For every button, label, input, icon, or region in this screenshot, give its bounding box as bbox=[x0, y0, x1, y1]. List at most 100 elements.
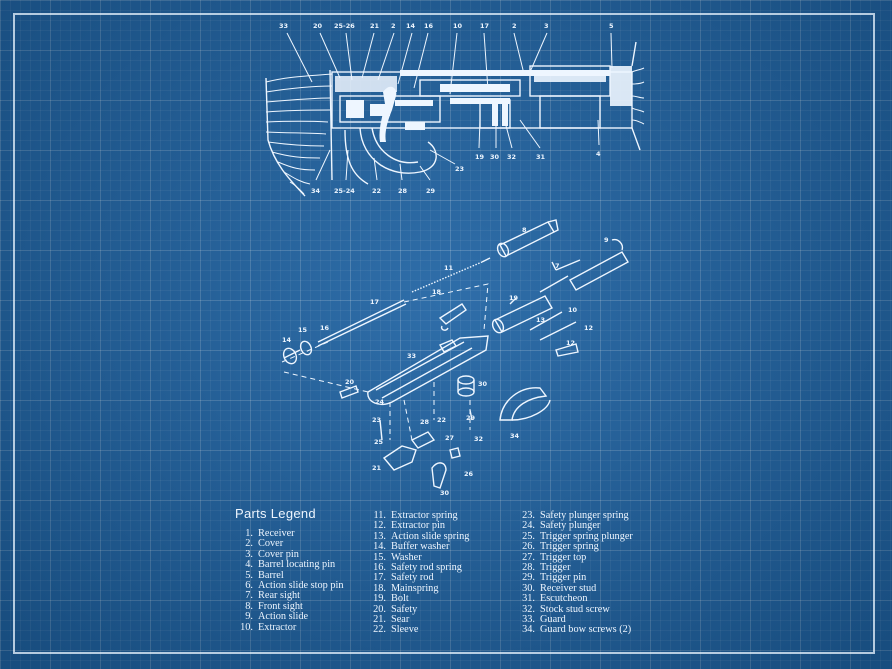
legend-item: 30. Receiver stud bbox=[514, 582, 633, 594]
legend-item-number: 1. bbox=[245, 528, 253, 539]
legend-item-name: Trigger top bbox=[540, 551, 587, 563]
legend-item: 11.Extractor spring bbox=[365, 510, 469, 521]
legend-item-name: Safety rod bbox=[391, 572, 434, 584]
legend-item-number: 29. bbox=[522, 572, 535, 584]
legend-item: 2. Cover bbox=[232, 538, 344, 550]
callout-label: 13 bbox=[536, 316, 545, 324]
legend-item-number: 20. bbox=[373, 603, 386, 615]
callout-label: 30 bbox=[478, 380, 488, 388]
safety-rod-part bbox=[317, 299, 407, 347]
callout-label: 29 bbox=[466, 414, 476, 422]
section-leaders bbox=[286, 32, 613, 181]
callout-label: 32 bbox=[507, 153, 516, 161]
legend-item-name: Mainspring bbox=[391, 582, 439, 594]
legend-item-number: 16. bbox=[373, 562, 386, 574]
legend-item-name: Barrel bbox=[258, 569, 284, 581]
bolt-part bbox=[491, 295, 553, 334]
legend-item: 6.Action slide stop pin bbox=[232, 580, 343, 591]
callout-label: 9 bbox=[604, 236, 609, 244]
legend-item-name: Action slide spring bbox=[391, 530, 470, 542]
legend-item: 13. Action slide spring bbox=[365, 530, 470, 542]
callout-label: 10 bbox=[453, 22, 463, 30]
legend-item: 21. Sear bbox=[365, 614, 469, 626]
callout-label: 16 bbox=[320, 324, 330, 332]
legend-item-name: Guard bbox=[540, 614, 566, 626]
callout-label: 22 bbox=[372, 187, 381, 195]
callout-label: 20 bbox=[345, 378, 355, 386]
callout-label: 33 bbox=[407, 352, 416, 360]
legend-item-name: Trigger pin bbox=[540, 572, 587, 584]
legend-item-name: Rear sight bbox=[258, 590, 301, 602]
legend-item-number: 24. bbox=[522, 520, 535, 532]
legend-item-number: 28. bbox=[522, 562, 535, 574]
callout-label: 31 bbox=[536, 153, 546, 161]
callout-label: 28 bbox=[420, 418, 430, 426]
legend-item-name: Action slide bbox=[258, 611, 309, 623]
callout-label: 32 bbox=[474, 435, 483, 443]
legend-item-number: 2. bbox=[245, 538, 253, 550]
blueprint-frame bbox=[13, 13, 875, 654]
stock-wood-right bbox=[631, 67, 645, 125]
callout-label: 26 bbox=[464, 470, 474, 478]
legend-item-number: 26. bbox=[522, 541, 535, 553]
callout-label: 23 bbox=[455, 165, 464, 173]
legend-item-name: Trigger spring bbox=[540, 541, 599, 553]
legend-item-name: Extractor spring bbox=[391, 510, 458, 521]
legend-item-name: Receiver stud bbox=[540, 582, 597, 594]
callout-label: 34 bbox=[311, 187, 321, 195]
legend-item: 27.Trigger top bbox=[514, 551, 633, 563]
legend-item-number: 30. bbox=[522, 582, 535, 594]
legend-item-number: 21. bbox=[373, 614, 386, 626]
exploded-view bbox=[281, 219, 629, 489]
legend-item-number: 32. bbox=[522, 603, 535, 615]
legend-item-name: Sear bbox=[391, 614, 410, 626]
legend-item-number: 13. bbox=[373, 530, 386, 542]
legend-item-number: 5. bbox=[245, 569, 253, 581]
legend-item-name: Cover bbox=[258, 538, 284, 550]
legend-item-number: 33. bbox=[522, 614, 535, 626]
legend-item: 31.Escutcheon bbox=[514, 593, 633, 605]
callout-label: 2 bbox=[391, 22, 396, 30]
legend-item: 23.Safety plunger spring bbox=[514, 510, 633, 521]
callout-label: 12 bbox=[566, 339, 575, 347]
legend-item: 9.Action slide bbox=[232, 611, 344, 623]
legend-item-name: Stock stud screw bbox=[540, 603, 610, 615]
callout-label: 15 bbox=[298, 326, 308, 334]
legend-item-name: Cover pin bbox=[258, 548, 299, 560]
legend-item: 7. Rear sight bbox=[232, 590, 344, 602]
callout-label: 25 bbox=[374, 438, 384, 446]
callout-label: 25-24 bbox=[334, 187, 355, 195]
callout-label: 27 bbox=[445, 434, 454, 442]
callout-label: 25-26 bbox=[334, 22, 355, 30]
legend-item-name: Trigger bbox=[540, 562, 571, 574]
legend-item: 32. Stock stud screw bbox=[514, 603, 633, 615]
legend-item-number: 8. bbox=[245, 600, 253, 612]
legend-item: 19.Bolt bbox=[365, 593, 469, 604]
guard-part bbox=[499, 387, 551, 421]
callout-label: 4 bbox=[596, 150, 601, 158]
section-view bbox=[265, 32, 645, 197]
legend-item: 18.Mainspring bbox=[365, 582, 469, 594]
legend-item: 10.Extractor bbox=[232, 622, 344, 633]
legend-item: 22.Sleeve bbox=[365, 625, 469, 636]
callout-label: 2 bbox=[512, 22, 517, 30]
callout-label: 30 bbox=[440, 489, 450, 497]
callout-label: 8 bbox=[522, 226, 527, 234]
callout-label: 11 bbox=[444, 264, 454, 272]
callout-label: 28 bbox=[398, 187, 408, 195]
callout-label: 10 bbox=[568, 306, 578, 314]
callout-label: 19 bbox=[475, 153, 485, 161]
legend-item-name: Barrel locating pin bbox=[258, 559, 336, 571]
callout-label: 17 bbox=[370, 298, 379, 306]
callout-label: 5 bbox=[609, 22, 614, 30]
assembly-lines bbox=[281, 283, 489, 441]
legend-item-number: 31. bbox=[522, 593, 535, 605]
legend-item: 16.Safety rod spring bbox=[365, 562, 469, 574]
callout-label: 3 bbox=[544, 22, 549, 30]
legend-item-number: 12. bbox=[373, 520, 386, 532]
legend-item-number: 7. bbox=[245, 590, 253, 602]
legend-item-name: Safety plunger bbox=[540, 520, 601, 532]
callout-label: 18 bbox=[432, 288, 442, 296]
